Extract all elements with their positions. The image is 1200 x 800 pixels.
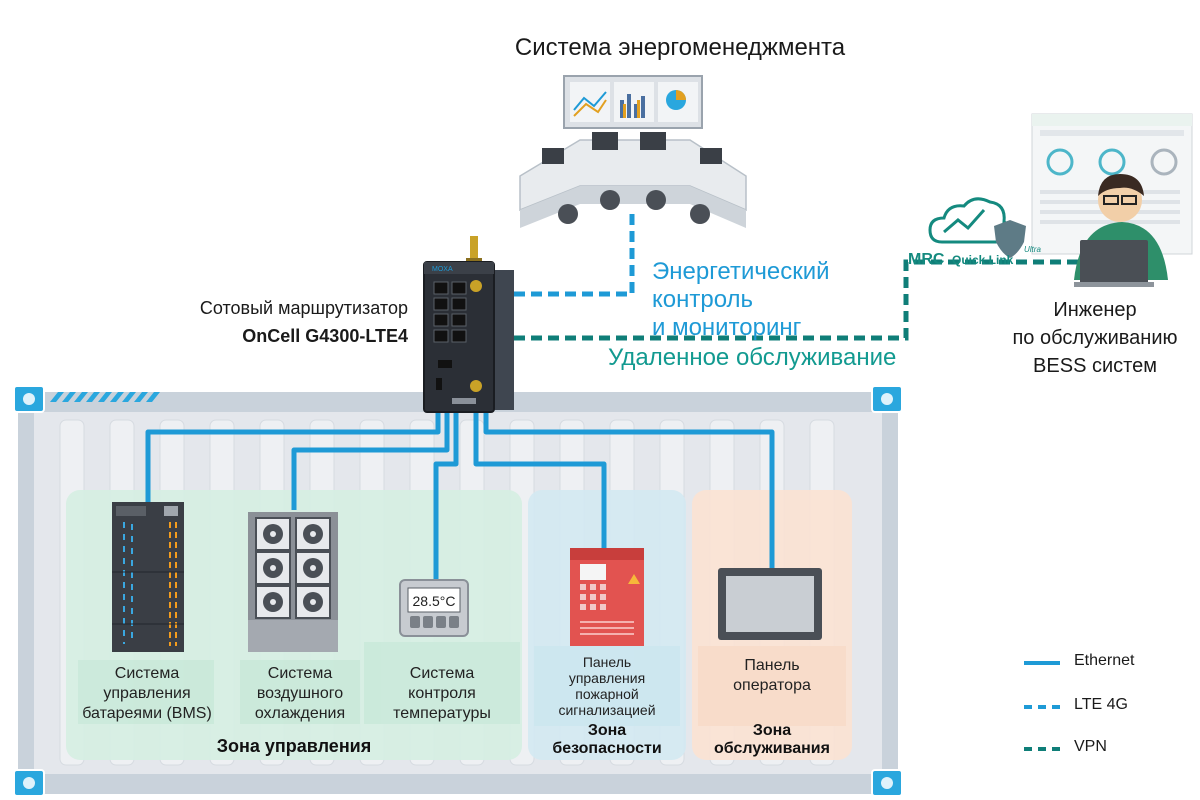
legend-label: Ethernet xyxy=(1074,652,1135,669)
ethernet-lines xyxy=(145,410,775,580)
legend-label: VPN xyxy=(1074,738,1107,755)
fire-label-line: Панель xyxy=(582,654,632,670)
vpn-line xyxy=(514,259,1080,341)
fire-label-line: управления xyxy=(568,670,646,686)
zone-service-line: Зона xyxy=(752,722,792,739)
cooling-label-line: воздушного xyxy=(256,685,344,702)
operator-label: Панель оператора xyxy=(694,656,850,696)
cellular-router: MOXA xyxy=(423,236,514,413)
operator-panel xyxy=(718,568,822,640)
remote-service-label: Удаленное обслуживание xyxy=(608,344,897,371)
cooling-label-line: охлаждения xyxy=(254,705,346,722)
engineer-line-2: по обслуживанию xyxy=(1012,327,1178,349)
fire-panel xyxy=(570,548,644,646)
zone-control-title: Зона управления xyxy=(216,736,372,756)
engineer-line-1: Инженер xyxy=(1053,299,1137,321)
operator-label-line: оператора xyxy=(733,677,811,694)
temp-label-line: контроля xyxy=(408,685,476,702)
energy-monitoring-label: Энергетический контроль и мониторинг xyxy=(652,258,892,342)
engineer-label: Инженер по обслуживанию BESS систем xyxy=(990,296,1200,380)
router-model: OnCell G4300-LTE4 xyxy=(242,326,408,346)
mrc-quicklink-logo: MRC Quick Link Ultra xyxy=(908,197,1041,268)
temperature-display: 28.5°C xyxy=(413,593,456,609)
svg-text:Quick Link: Quick Link xyxy=(952,253,1014,267)
cooling-unit xyxy=(248,512,338,652)
energy-line-2: контроль xyxy=(652,286,754,313)
router-label: Сотовый маршрутизатор xyxy=(199,298,408,318)
lte-line xyxy=(514,214,635,297)
bms-rack xyxy=(112,502,184,652)
temperature-controller: 28.5°C xyxy=(399,579,469,637)
bms-label-line: управления xyxy=(103,685,191,702)
zone-safety-title: Зона безопасности xyxy=(528,722,686,758)
energy-line-1: Энергетический xyxy=(652,258,830,285)
legend-swatch-vpn xyxy=(1024,747,1060,751)
zone-safety-line: безопасности xyxy=(552,740,662,757)
fire-label-line: сигнализацией xyxy=(558,702,656,718)
cooling-label: Система воздушного охлаждения xyxy=(236,664,364,724)
engineer-line-3: BESS систем xyxy=(1033,355,1157,377)
svg-text:MRC: MRC xyxy=(908,251,945,268)
zone-service-title: Зона обслуживания xyxy=(692,722,852,758)
legend-label: LTE 4G xyxy=(1074,696,1128,713)
svg-text:Ultra: Ultra xyxy=(1024,245,1041,254)
page-title: Система энергоменеджмента xyxy=(514,34,846,61)
temp-label-line: Система xyxy=(409,665,475,682)
energy-line-3: и мониторинг xyxy=(652,314,802,341)
temp-label: Система контроля температуры xyxy=(362,664,522,724)
temp-label-line: температуры xyxy=(393,705,491,722)
operator-label-line: Панель xyxy=(744,657,800,674)
bms-label-line: Система xyxy=(114,665,180,682)
zone-service-line: обслуживания xyxy=(714,740,830,757)
legend-swatch-lte xyxy=(1024,705,1060,709)
fire-label-line: пожарной xyxy=(575,686,639,702)
fire-label: Панель управления пожарной сигнализацией xyxy=(530,654,684,718)
router-brand: MOXA xyxy=(432,266,453,273)
zone-safety-line: Зона xyxy=(587,722,627,739)
cooling-label-line: Система xyxy=(267,665,333,682)
bms-label-line: батареями (BMS) xyxy=(82,705,212,722)
engineer-illustration xyxy=(1031,113,1193,287)
legend-swatch-solid xyxy=(1024,661,1060,665)
control-room-illustration xyxy=(519,75,747,228)
bms-label: Система управления батареями (BMS) xyxy=(70,664,224,724)
